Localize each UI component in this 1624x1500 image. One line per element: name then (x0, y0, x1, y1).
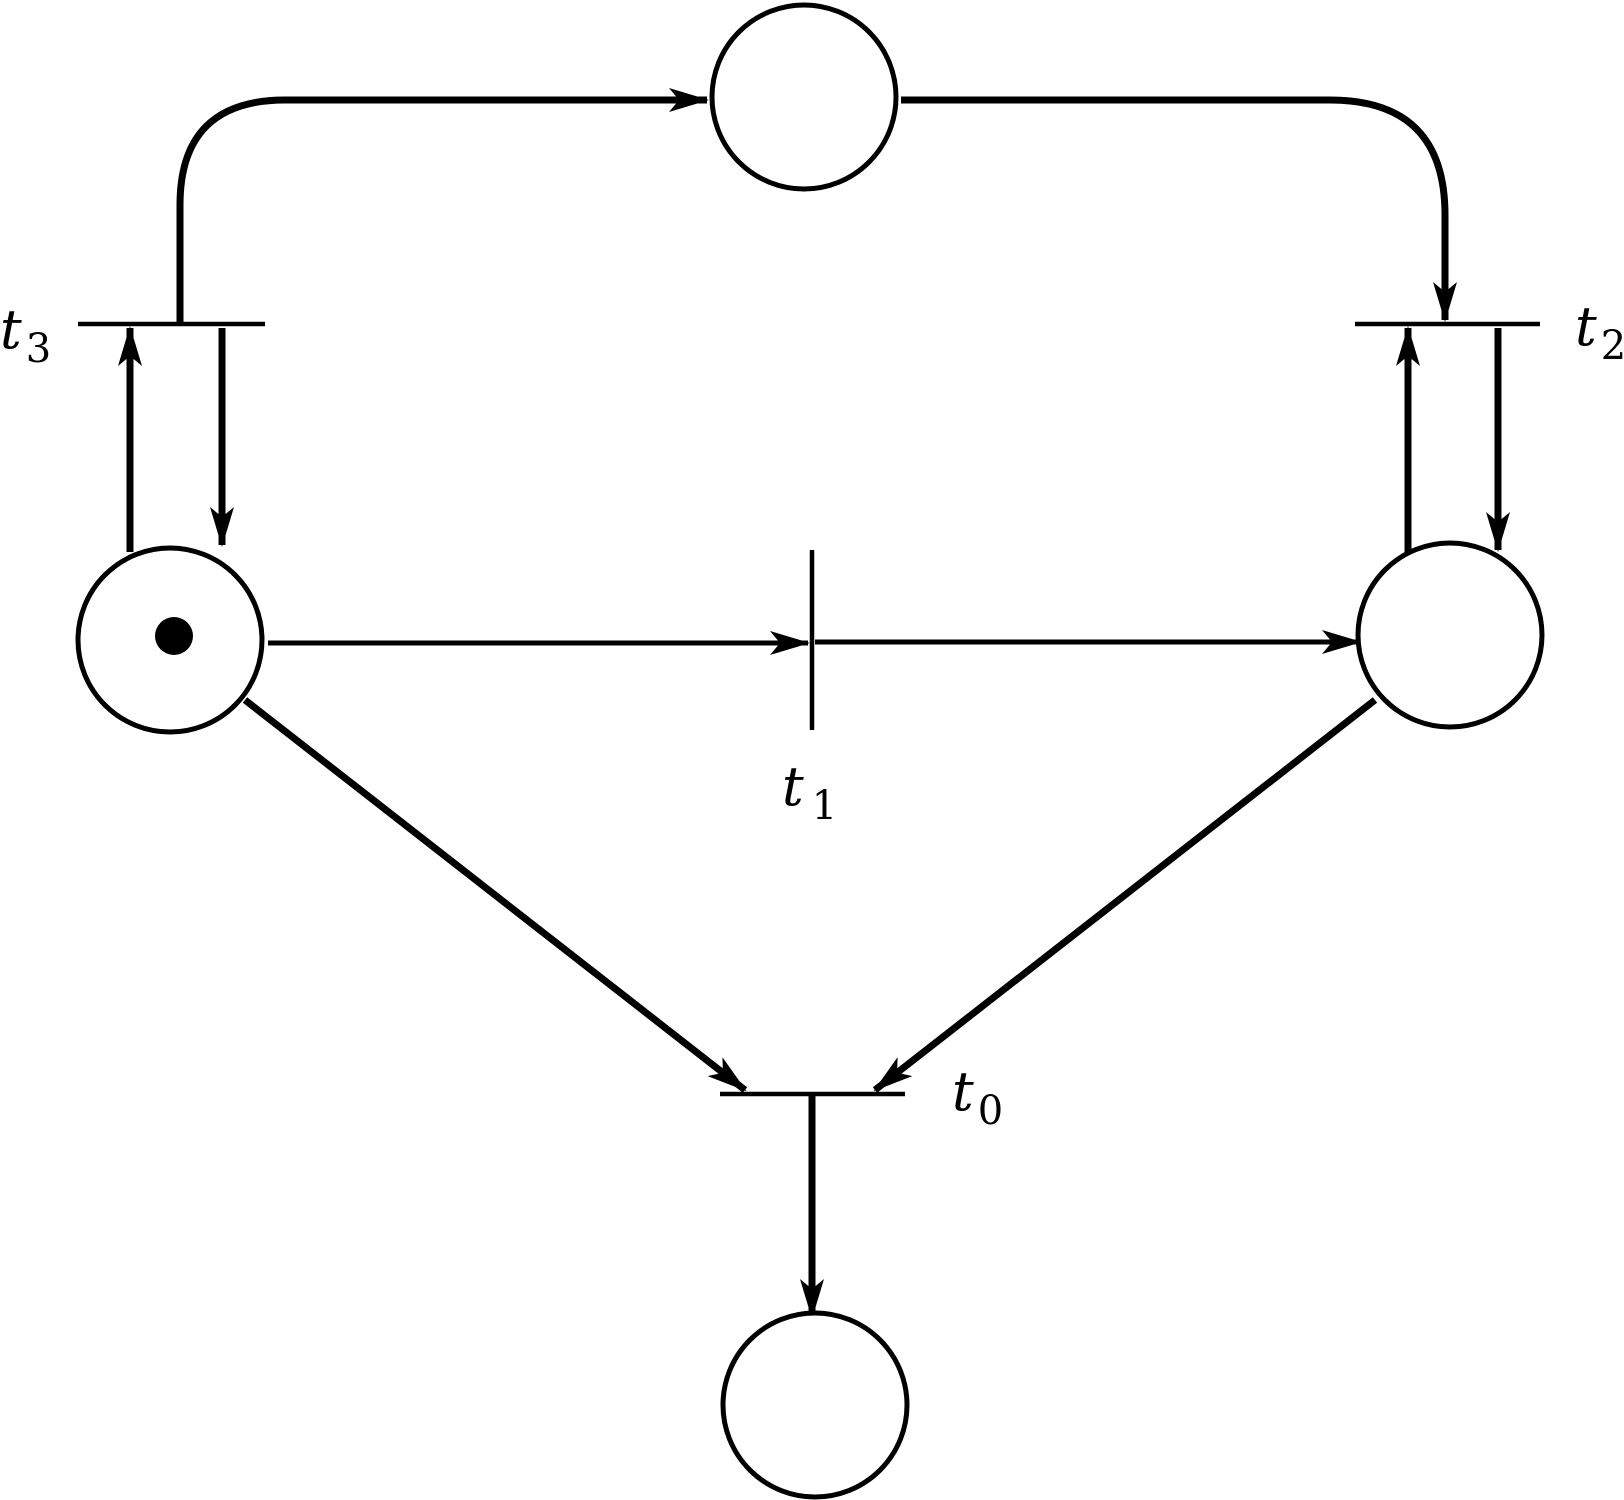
place-bottom (720, 1310, 910, 1500)
arc-t3-to-top-place (176, 88, 709, 322)
arc-right-place-to-t0 (872, 697, 1378, 1093)
token-dot (155, 617, 193, 655)
arc-left-place-to-t0 (242, 697, 748, 1093)
arc-top-place-to-t2 (901, 96, 1457, 322)
place-right (1355, 540, 1545, 730)
place-top (709, 2, 899, 192)
